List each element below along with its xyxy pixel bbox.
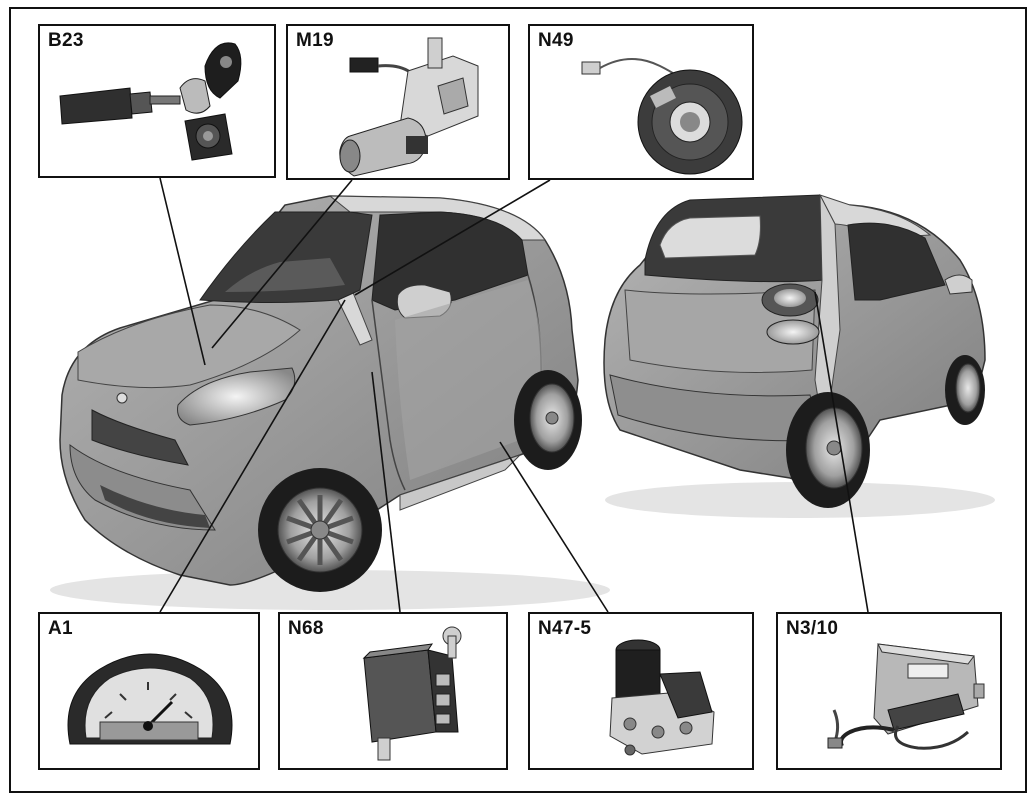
callout-label-n68: N68 [288, 618, 324, 639]
callout-label-n49: N49 [538, 30, 574, 51]
callout-n49: N49 [528, 24, 754, 180]
ignition-lock-switch-icon [59, 42, 242, 161]
leader-line-n3-10 [814, 291, 869, 613]
engine-control-unit-icon [827, 643, 985, 750]
front-car-illustration [50, 195, 610, 610]
outer-frame [9, 7, 1027, 793]
callout-label-n3-10: N3/10 [786, 618, 839, 639]
callout-b23: B23 [38, 24, 276, 178]
callout-n3-10: N3/10 [776, 612, 1002, 770]
leader-line-b23 [159, 177, 206, 366]
callout-a1: A1 [38, 612, 260, 770]
callout-label-n47-5: N47-5 [538, 618, 592, 639]
leader-line-n49 [354, 179, 551, 296]
callout-label-b23: B23 [48, 30, 84, 51]
leader-line-a1 [159, 299, 346, 613]
control-module-icon [362, 626, 462, 761]
rear-car-illustration [603, 194, 995, 518]
leader-line-n68 [371, 371, 401, 613]
callout-label-a1: A1 [48, 618, 73, 639]
callout-n47-5: N47-5 [528, 612, 754, 770]
steering-angle-sensor-icon [581, 57, 743, 175]
callout-label-m19: M19 [296, 30, 334, 51]
instrument-cluster-icon [67, 653, 233, 745]
leader-line-m19 [211, 179, 353, 349]
leader-lines [159, 177, 869, 613]
esp-hydraulic-unit-icon [609, 639, 715, 756]
callout-n68: N68 [278, 612, 508, 770]
steering-lock-motor-icon [339, 37, 479, 177]
callout-m19: M19 [286, 24, 510, 180]
leader-line-n47-5 [499, 441, 609, 613]
